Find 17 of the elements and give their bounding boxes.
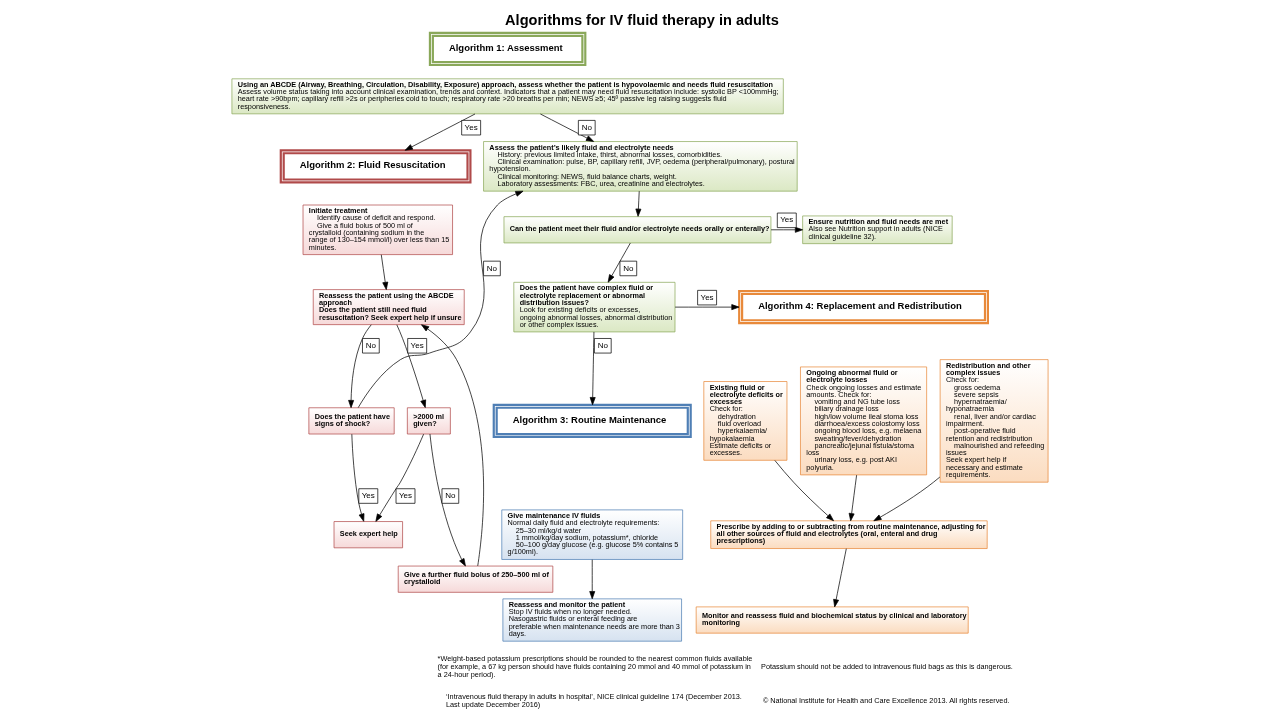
edge-label: No (581, 122, 592, 132)
edge-label: Yes (361, 491, 375, 501)
edge-label: Yes (410, 340, 424, 350)
edge-label: No (365, 340, 377, 350)
label: Potassium should not be added to intravenous fluid bags as this is dangerous. (761, 661, 1013, 671)
edge-label: No (486, 263, 498, 273)
edge-label: Yes (700, 292, 714, 302)
label: *Weight-based potassium prescriptions should be rounded to the nearest common fluids available (for example, a 67 kg person should have fluids containing 20 mmol and 40 mmol of potassium in a 24-hour period). (437, 653, 753, 679)
edge-label: Yes (398, 491, 413, 501)
edge-label: No (623, 263, 634, 273)
diagram-title: Algorithms for IV fluid therapy in adults (505, 11, 779, 28)
label: ‘Intravenous fluid therapy in adults in hospital’, NICE clinical guideline 174 (December 2013. Last update December 2016) (445, 691, 742, 709)
label: © National Institute for Health and Care Excellence 2013. All rights reserved. (762, 695, 1010, 705)
edge-label: Yes (464, 122, 478, 132)
edge-label: No (597, 340, 608, 350)
edge-label: Yes (780, 215, 794, 225)
edge-label: No (445, 491, 456, 501)
